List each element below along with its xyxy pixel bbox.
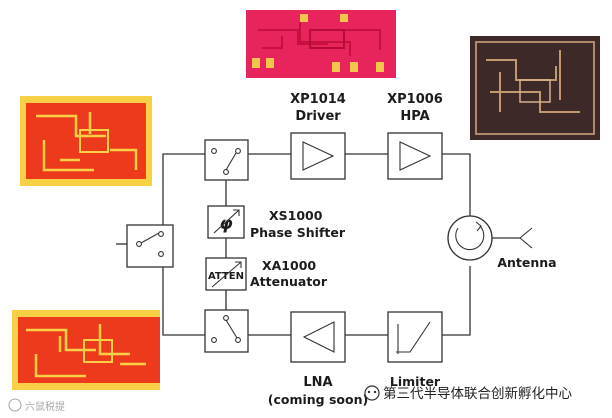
die-photo-mid-left <box>20 96 152 186</box>
phase-shifter-label: Phase Shifter <box>250 225 346 240</box>
watermark-bottom-right-text: 第三代半导体联合创新孵化中心 <box>383 385 572 402</box>
die-photo-top-right <box>470 36 600 140</box>
phase-shifter-block: φ <box>207 205 245 239</box>
phase-shifter-part: XS1000 <box>269 208 323 223</box>
attenuator-symbol: ATTEN <box>208 271 244 282</box>
die-photo-bottom-left <box>12 310 160 390</box>
antenna-icon <box>519 227 533 249</box>
antenna-label: Antenna <box>497 255 556 270</box>
hpa-part: XP1006 <box>387 92 443 107</box>
limiter-label: Limiter <box>390 374 441 389</box>
driver-amplifier-block <box>290 132 346 180</box>
lna-block <box>290 311 346 363</box>
circulator-symbol <box>447 215 493 261</box>
lna-note: (coming soon) <box>268 392 368 407</box>
switch-bottom <box>204 309 249 353</box>
attenuator-label: Attenuator <box>250 274 328 289</box>
watermark-bottom-left-text: 六鼠税提 <box>25 400 65 413</box>
hpa-block <box>387 132 443 180</box>
watermark-bottom-right: 第三代半导体联合创新孵化中心 <box>364 385 572 402</box>
limiter-block <box>387 311 443 363</box>
hpa-label: HPA <box>400 109 429 124</box>
switch-top <box>204 139 249 181</box>
die-photo-top-center <box>246 10 396 78</box>
driver-label: Driver <box>295 109 341 124</box>
attenuator-block: ATTEN <box>205 257 247 291</box>
attenuator-part: XA1000 <box>262 258 316 273</box>
watermark-bottom-left: 六鼠税提 <box>8 398 65 413</box>
driver-part: XP1014 <box>290 92 346 107</box>
signal-wiring <box>116 153 520 336</box>
lna-label: LNA <box>303 375 332 390</box>
switch-left <box>126 224 174 268</box>
